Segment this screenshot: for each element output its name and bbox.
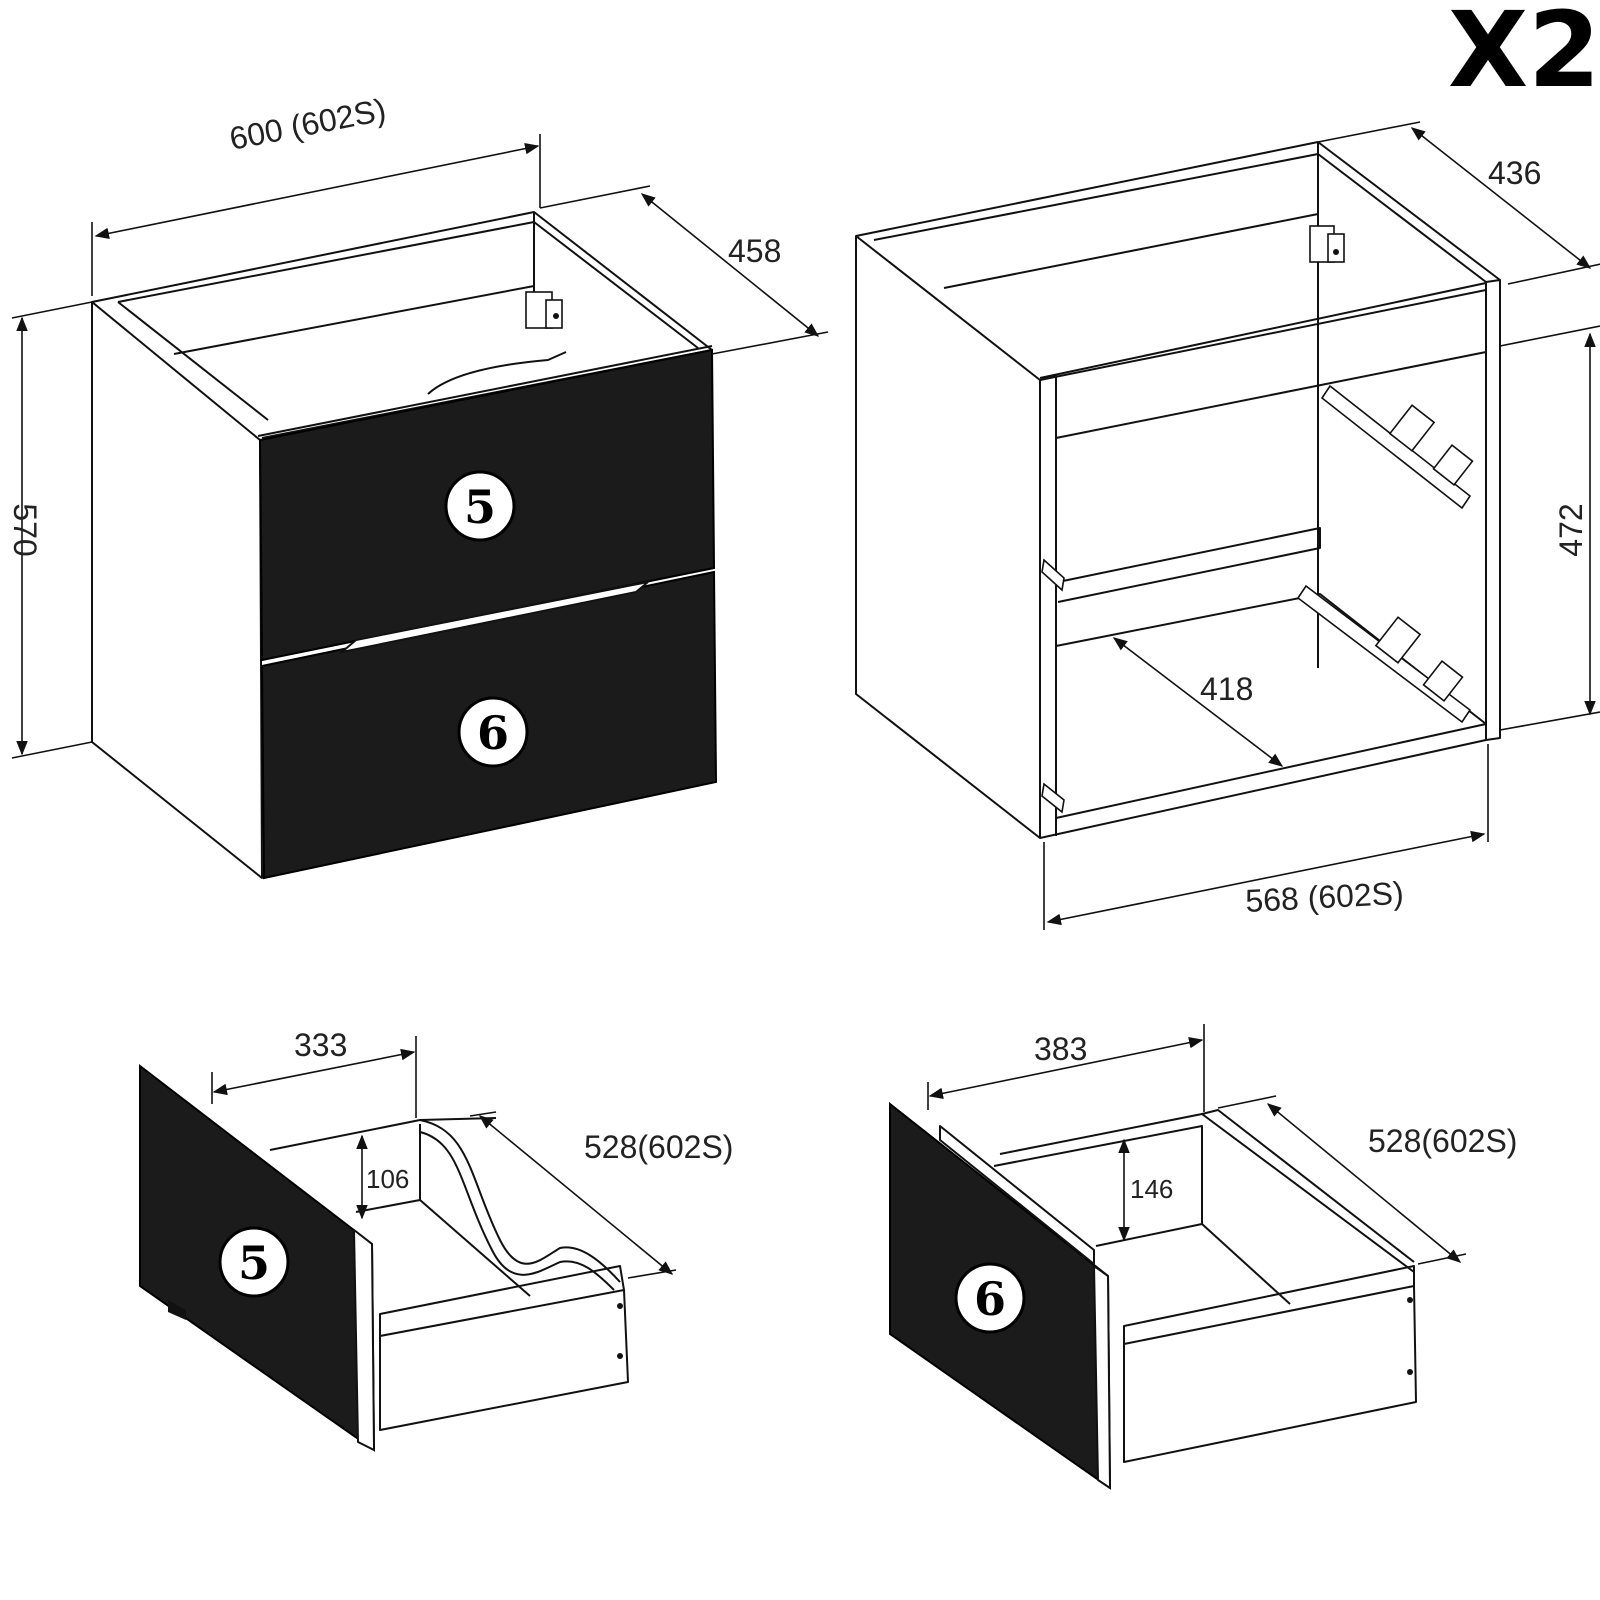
drawer-5-foot — [168, 1300, 186, 1320]
drawer-handle-slot — [338, 581, 649, 654]
drawer-slide-lower-icon — [1296, 584, 1472, 724]
drawer-6-front-edge — [1093, 1265, 1111, 1489]
cabinet-side-panel — [91, 301, 263, 879]
svg-text:5: 5 — [238, 1236, 270, 1290]
drawer-6-bottom — [1201, 1223, 1291, 1305]
badge-6-drawer-icon: 6 — [954, 1262, 1026, 1334]
carcass-top-inner — [873, 153, 1487, 283]
svg-text:5: 5 — [464, 480, 496, 534]
quantity-label: X2 — [1448, 0, 1600, 111]
drawer-6-right-side — [1123, 1285, 1417, 1463]
cabinet-back-rail — [173, 285, 535, 355]
drawer-6-back-inner — [993, 1125, 1203, 1247]
drawer-5-height-label: 106 — [366, 1164, 409, 1194]
badge-6-icon: 6 — [457, 696, 529, 768]
drawer-5-depth-label: 528(602S) — [584, 1129, 733, 1165]
cabinet-sink-cutout — [427, 351, 567, 395]
assembled-cabinet: 5 6 600 (602S) 458 570 — [7, 91, 829, 880]
drawer-5-back-top — [269, 1117, 497, 1151]
drawer-5-right-side — [379, 1289, 629, 1431]
drawer-5-width-label: 333 — [294, 1027, 347, 1063]
drawer-slide-left-upper-icon — [1041, 558, 1065, 592]
badge-5-icon: 5 — [444, 470, 516, 542]
carcass-inner-depth-label: 418 — [1200, 671, 1253, 707]
carcass-top-rim — [855, 141, 1501, 379]
drawer-6: 6 383 146 528(602S) — [889, 1024, 1517, 1490]
carcass-height-label: 472 — [1553, 503, 1589, 556]
carcass-depth-label: 436 — [1488, 155, 1541, 191]
drawer-6-handle — [939, 1125, 1095, 1265]
drawer-5: 5 333 106 528(602S) — [139, 1027, 733, 1452]
carcass-bottom — [1039, 593, 1487, 839]
carcass-mid-rail — [1057, 527, 1321, 603]
badge-5-drawer-icon: 5 — [218, 1226, 290, 1298]
drawer-6-right-top — [1123, 1265, 1415, 1344]
drawer-6-height-label: 146 — [1130, 1174, 1173, 1204]
drawer-6-depth-label: 528(602S) — [1368, 1123, 1517, 1159]
drawer-6-width-label: 383 — [1034, 1031, 1087, 1067]
drawer-5-right-top — [379, 1265, 625, 1336]
cabinet-top-inner — [117, 221, 699, 349]
drawer-slide-upper-icon — [1320, 384, 1474, 510]
carcass-right-stile — [1485, 279, 1501, 741]
carcass-inner-width-label: 568 (602S) — [1244, 875, 1404, 919]
cabinet-width-label: 600 (602S) — [226, 91, 388, 157]
cabinet-rail-left — [117, 301, 269, 421]
carcass-side-panel — [855, 235, 1041, 839]
drawer-slide-left-lower-icon — [1041, 782, 1065, 814]
cabinet-depth-label: 458 — [728, 233, 781, 269]
svg-text:6: 6 — [974, 1272, 1006, 1326]
drawer-5-bottom — [419, 1199, 531, 1297]
carcass-front-left — [1039, 375, 1057, 836]
svg-text:6: 6 — [477, 706, 509, 760]
drawer-front-top-edge — [257, 345, 713, 437]
carcass-front-top-rail — [1039, 289, 1487, 439]
carcass-bracket-icon — [1309, 225, 1345, 263]
drawer-5-front-edge — [353, 1229, 375, 1451]
carcass-back-rail — [943, 213, 1319, 289]
hanging-bracket-icon — [525, 291, 563, 329]
empty-carcass: 436 472 418 568 (602S) — [855, 121, 1600, 930]
cabinet-height-label: 570 — [7, 503, 43, 556]
